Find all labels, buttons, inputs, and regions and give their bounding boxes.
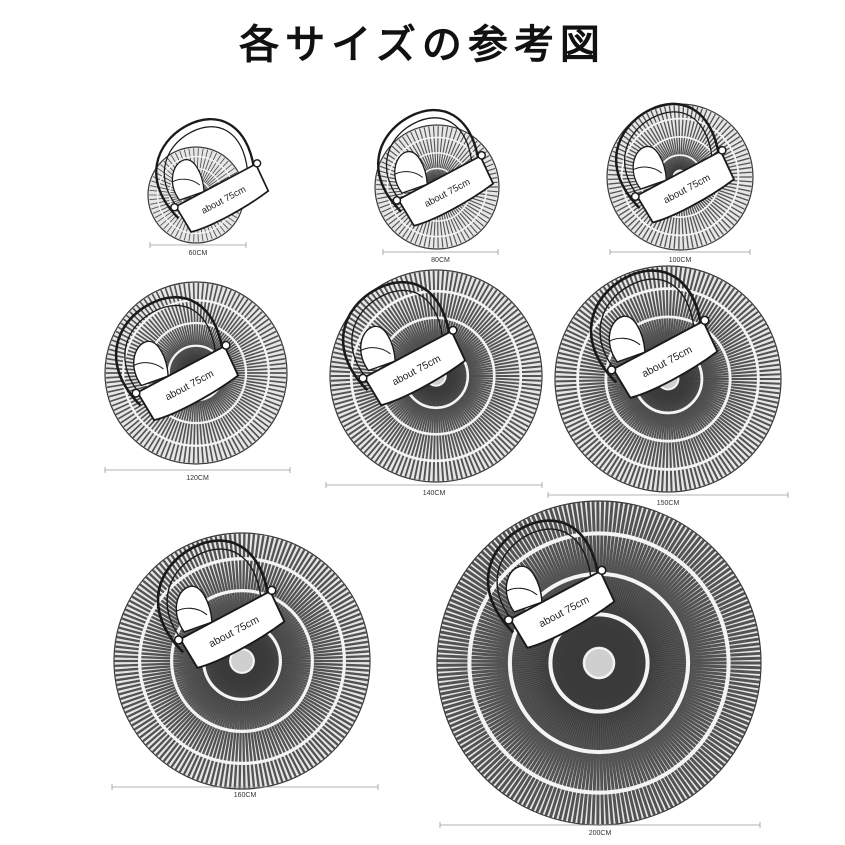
rug-center — [583, 647, 615, 679]
rug-size-figure: 150CM about 75cm — [547, 265, 789, 507]
rug-ring — [620, 117, 740, 237]
size-label: 160CM — [234, 792, 257, 799]
rug-size-figure: 60CM about 75cm — [147, 117, 270, 257]
rug-ring — [467, 531, 731, 795]
rug-ring — [548, 612, 650, 714]
chair-illustration: about 75cm — [155, 117, 270, 233]
page-title: 各サイズの参考図 — [239, 22, 606, 68]
size-label: 200CM — [589, 830, 612, 837]
rug-size-figure: 160CM about 75cm — [111, 532, 379, 799]
size-label: 140CM — [423, 490, 446, 497]
rug-ring — [122, 299, 270, 447]
size-label: 80CM — [431, 257, 450, 264]
rug-size-figure: 200CM about 75cm — [436, 500, 762, 837]
chair-illustration: about 75cm — [589, 269, 719, 399]
size-label: 150CM — [657, 500, 680, 507]
size-label: 100CM — [669, 257, 692, 264]
rug-ring — [576, 287, 760, 471]
rug-ring — [138, 556, 347, 765]
rug-ring — [170, 588, 315, 733]
chair-illustration: about 75cm — [486, 519, 616, 649]
size-label: 120CM — [186, 475, 209, 482]
chair-illustration: about 75cm — [156, 539, 286, 669]
size-label: 60CM — [189, 250, 208, 257]
rug-ring — [349, 289, 523, 463]
rug-ring — [604, 315, 732, 443]
